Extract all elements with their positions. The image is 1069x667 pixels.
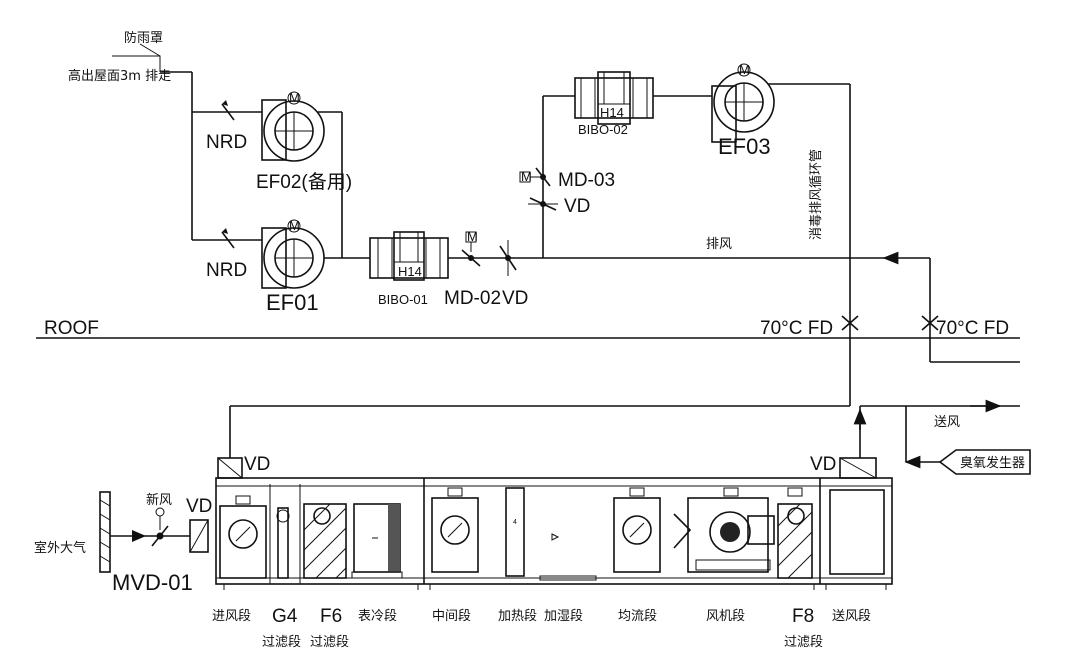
section-label: 风机段 bbox=[706, 609, 745, 624]
middle-door-icon bbox=[431, 487, 479, 573]
motor-m4-label: M bbox=[467, 229, 478, 244]
heating-coil-icon: 4 bbox=[505, 487, 525, 577]
section-label: 进风段 bbox=[212, 609, 251, 624]
fd-right-label: 70°C FD bbox=[936, 318, 1009, 339]
section-sublabel: 过滤段 bbox=[310, 635, 349, 650]
section-label: 送风段 bbox=[832, 609, 871, 624]
fd-left-damper-icon bbox=[841, 315, 859, 331]
mvd01-label: MVD-01 bbox=[112, 570, 193, 595]
section-label: 加热段 bbox=[498, 609, 537, 624]
discharge-label: 高出屋面3m 排走 bbox=[68, 68, 171, 84]
fd-left-label: 70°C FD bbox=[760, 318, 833, 339]
bibo02-filter-icon bbox=[574, 71, 654, 125]
nrd-top-label: NRD bbox=[206, 132, 247, 153]
roof-label: ROOF bbox=[44, 318, 99, 339]
ef03-label: EF03 bbox=[718, 134, 771, 159]
fd-right-damper-icon bbox=[921, 315, 939, 331]
section-label: G4 bbox=[272, 606, 298, 627]
f8-filter-icon bbox=[777, 487, 813, 579]
section-sublabel: 过滤段 bbox=[784, 635, 823, 650]
section-label: 表冷段 bbox=[358, 609, 397, 624]
motor-m1-label: M bbox=[289, 90, 300, 105]
ahu-feet bbox=[223, 584, 887, 590]
vd-fresh-label: VD bbox=[186, 496, 212, 517]
supply-air-label: 送风 bbox=[934, 415, 960, 430]
outdoor-air-label: 室外大气 bbox=[34, 540, 86, 556]
mvd01-damper-icon bbox=[151, 507, 169, 547]
svg-text:4: 4 bbox=[513, 519, 517, 526]
rain-hood-label: 防雨罩 bbox=[124, 30, 163, 46]
loop-exhaust-label: 消毒排风循环管 bbox=[809, 149, 824, 240]
ef01-label: EF01 bbox=[266, 290, 319, 315]
vd-md02-label: VD bbox=[502, 288, 528, 309]
bibo01-label: BIBO-01 bbox=[378, 292, 428, 307]
f6-filter-icon bbox=[303, 503, 347, 579]
vd-md02-damper-icon bbox=[499, 240, 517, 276]
bibo02-label: BIBO-02 bbox=[578, 122, 628, 137]
fresh-air-label: 新风 bbox=[146, 492, 172, 508]
motor-m2-label: M bbox=[289, 218, 300, 233]
ahu-frame bbox=[215, 477, 893, 585]
ef03-fan-icon bbox=[711, 63, 850, 143]
outdoor-louver-icon bbox=[99, 491, 111, 573]
humidifier-icon bbox=[539, 533, 597, 581]
g4-filter-icon bbox=[276, 507, 290, 579]
fan-section-icon bbox=[673, 487, 775, 573]
nrd-top-damper-icon bbox=[221, 100, 235, 121]
inlet-door-icon bbox=[219, 495, 267, 579]
vd-fresh-damper-icon bbox=[189, 519, 209, 553]
nrd-bottom-label: NRD bbox=[206, 260, 247, 281]
vd-right-damper-icon bbox=[839, 457, 877, 479]
vd-md03-label: VD bbox=[564, 196, 590, 217]
vd-left-damper-icon bbox=[217, 457, 243, 479]
diffuser-door-icon bbox=[613, 487, 661, 573]
md03-label: MD-03 bbox=[558, 170, 615, 191]
nrd-bottom-damper-icon bbox=[221, 228, 235, 249]
ef02-fan-icon bbox=[261, 91, 342, 162]
section-label: F8 bbox=[792, 606, 814, 627]
md02-label: MD-02 bbox=[444, 288, 501, 309]
supply-section-box bbox=[829, 489, 885, 575]
section-label: 中间段 bbox=[432, 609, 471, 624]
ef02-label: EF02(备用) bbox=[256, 171, 352, 193]
vd-left-label: VD bbox=[244, 454, 270, 475]
ahu-section-labels: 进风段 G4 过滤段 F6 过滤段 表冷段 中间段 加热段 加湿段 均流段 风机… bbox=[212, 606, 871, 650]
md03-damper-icon bbox=[519, 167, 551, 187]
section-sublabel: 过滤段 bbox=[262, 635, 301, 650]
section-label: F6 bbox=[320, 606, 342, 627]
fresh-air-arrow-icon bbox=[132, 530, 146, 542]
vd-md03-damper-icon bbox=[528, 197, 558, 211]
ozone-generator-box bbox=[938, 449, 1031, 475]
motor-m3-label: M bbox=[739, 62, 750, 77]
section-label: 加湿段 bbox=[544, 609, 583, 624]
rain-hood-icon bbox=[112, 43, 161, 72]
section-label: 均流段 bbox=[618, 609, 657, 624]
ef01-fan-icon bbox=[261, 219, 325, 289]
md02-damper-icon bbox=[461, 231, 481, 267]
h14-1-label: H14 bbox=[398, 264, 422, 279]
cooling-coil-icon bbox=[351, 503, 403, 579]
vd-right-label: VD bbox=[810, 454, 836, 475]
motor-m5-label: M bbox=[521, 169, 532, 184]
h14-2-label: H14 bbox=[600, 105, 624, 120]
exhaust-label: 排风 bbox=[706, 237, 732, 252]
ozone-label: 臭氧发生器 bbox=[960, 455, 1025, 471]
